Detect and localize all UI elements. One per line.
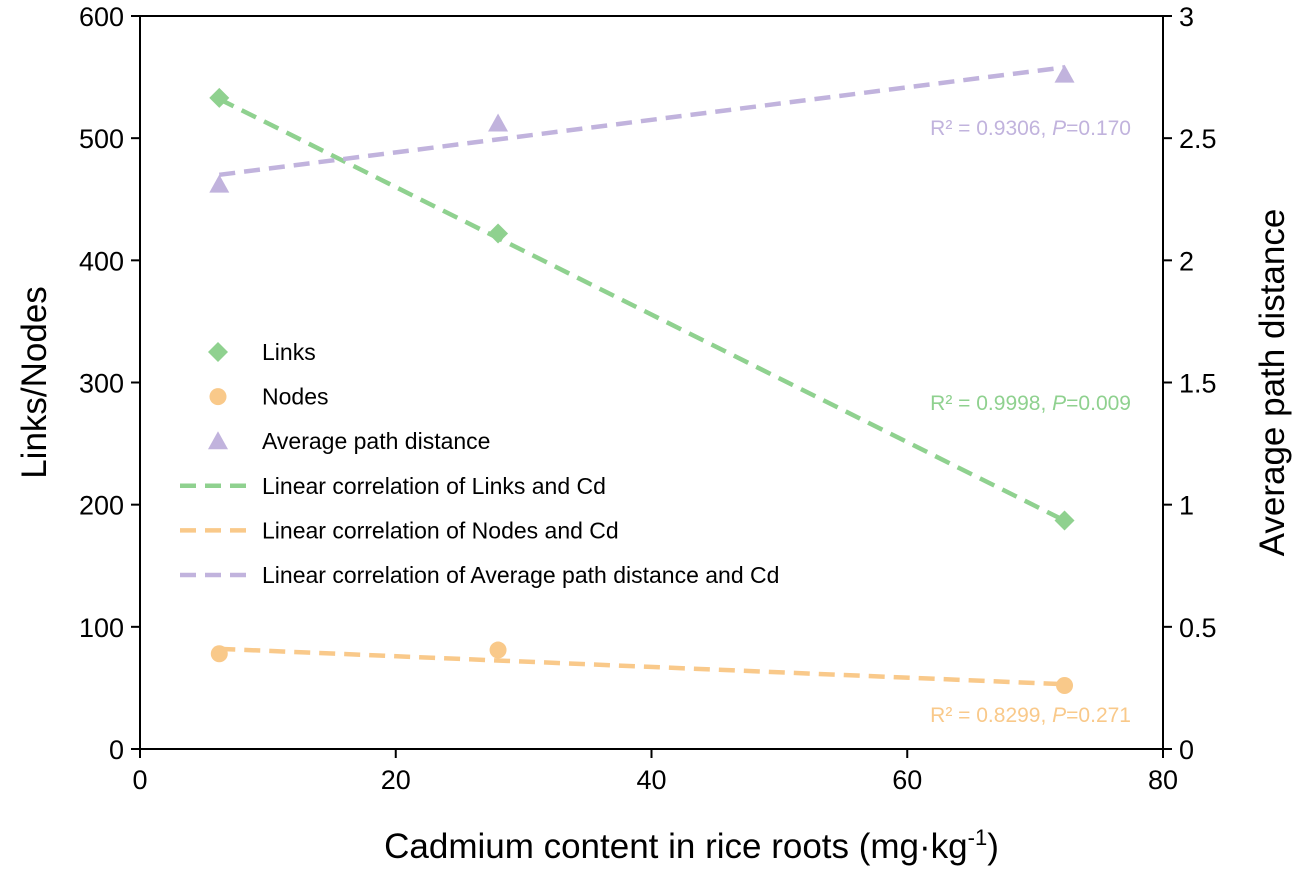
fit-lines-group (218, 65, 1066, 687)
y-right-tick-label: 1.5 (1179, 369, 1217, 399)
fit-annotation: R² = 0.9306, P=0.170 (930, 117, 1131, 140)
legend-label: Linear correlation of Average path dista… (262, 562, 779, 588)
fit-line (218, 97, 1066, 523)
y-right-tick-label: 3 (1179, 2, 1194, 32)
legend-label: Average path distance (262, 428, 490, 454)
y-left-tick-label: 400 (79, 246, 124, 276)
x-tick-label: 0 (132, 765, 147, 795)
x-tick-label: 40 (636, 765, 666, 795)
annotations-group: R² = 0.9998, P=0.009 R² = 0.8299, P=0.271… (930, 117, 1131, 727)
data-point (488, 223, 509, 244)
x-tick-label: 60 (892, 765, 922, 795)
fit-annotation: R² = 0.9998, P=0.009 (930, 392, 1131, 415)
y-axis-right-title: Average path distance (1253, 209, 1292, 557)
y-left-tick-label: 0 (109, 735, 124, 765)
y-axis-left-title: Links/Nodes (15, 286, 54, 479)
fit-line (219, 646, 1065, 687)
y-left-tick-label: 200 (79, 491, 124, 521)
data-point (488, 113, 509, 132)
data-point (1054, 510, 1075, 531)
x-axis-title: Cadmium content in rice roots (mg·kg-1) (384, 825, 999, 866)
data-point (1054, 64, 1075, 83)
fit-annotation: R² = 0.8299, P=0.271 (930, 704, 1131, 727)
y-left-tick-label: 300 (79, 369, 124, 399)
data-point (1056, 676, 1074, 694)
y-right-tick-label: 2.5 (1179, 124, 1217, 154)
y-right-tick-label: 2 (1179, 246, 1194, 276)
legend-label: Linear correlation of Links and Cd (262, 473, 606, 499)
y-left-tick-label: 500 (79, 124, 124, 154)
data-point (209, 87, 230, 108)
legend-marker (209, 388, 227, 406)
data-points-group (209, 64, 1075, 694)
y-right-tick-label: 1 (1179, 491, 1194, 521)
legend-label: Linear correlation of Nodes and Cd (262, 517, 619, 543)
fit-line (218, 65, 1065, 178)
y-right-tick-label: 0.5 (1179, 613, 1217, 643)
y-right-tick-label: 0 (1179, 735, 1194, 765)
legend-label: Links (262, 339, 316, 365)
data-point (209, 174, 230, 193)
data-point (489, 641, 507, 659)
legend-label: Nodes (262, 384, 328, 410)
legend-marker (208, 342, 228, 362)
y-left-tick-label: 100 (79, 613, 124, 643)
legend-marker (208, 431, 228, 450)
data-point (210, 645, 228, 663)
x-tick-label: 20 (381, 765, 411, 795)
y-left-tick-label: 600 (79, 2, 124, 32)
x-tick-label: 80 (1148, 765, 1178, 795)
